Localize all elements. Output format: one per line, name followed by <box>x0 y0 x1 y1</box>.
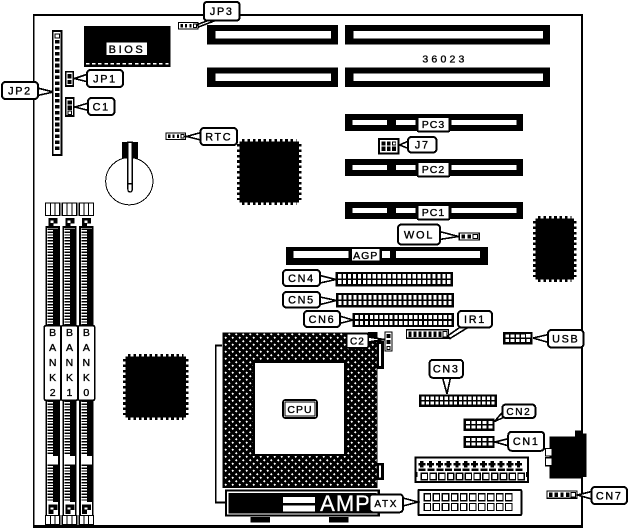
svg-text:CN5: CN5 <box>288 295 315 307</box>
svg-text:36023: 36023 <box>422 54 467 66</box>
svg-text:CN7: CN7 <box>596 490 623 502</box>
svg-text:USB: USB <box>552 334 579 346</box>
svg-text:CN1: CN1 <box>513 436 540 448</box>
svg-text:B: B <box>66 327 73 339</box>
svg-text:AMP: AMP <box>320 491 371 516</box>
svg-text:K: K <box>49 372 56 384</box>
svg-text:CN6: CN6 <box>309 314 336 326</box>
svg-text:ATX: ATX <box>374 499 398 510</box>
svg-text:J7: J7 <box>415 140 430 152</box>
svg-text:K: K <box>66 372 73 384</box>
svg-text:0: 0 <box>83 387 89 399</box>
svg-text:A: A <box>83 342 90 354</box>
svg-text:A: A <box>66 342 73 354</box>
svg-text:RTC: RTC <box>205 131 232 143</box>
svg-text:C1: C1 <box>93 101 110 113</box>
svg-text:WOL: WOL <box>404 229 434 241</box>
svg-text:B: B <box>49 327 56 339</box>
svg-text:N: N <box>66 357 74 369</box>
svg-text:JP2: JP2 <box>8 85 32 97</box>
svg-text:A: A <box>49 342 56 354</box>
svg-text:JP1: JP1 <box>93 73 117 85</box>
svg-text:AGP: AGP <box>353 250 378 262</box>
svg-text:2: 2 <box>50 387 56 399</box>
svg-text:K: K <box>83 372 90 384</box>
svg-text:IR1: IR1 <box>464 314 486 326</box>
svg-text:1: 1 <box>67 387 73 399</box>
svg-text:CN4: CN4 <box>288 273 315 285</box>
svg-text:JP3: JP3 <box>210 6 234 18</box>
svg-text:PC2: PC2 <box>422 164 445 176</box>
svg-text:CPU: CPU <box>287 404 312 416</box>
svg-text:N: N <box>49 357 57 369</box>
svg-text:N: N <box>83 357 91 369</box>
svg-text:CN3: CN3 <box>433 364 460 376</box>
svg-text:CN2: CN2 <box>506 407 531 418</box>
svg-text:B: B <box>83 327 90 339</box>
svg-text:PC3: PC3 <box>422 119 445 131</box>
svg-text:BIOS: BIOS <box>109 44 146 56</box>
svg-text:C2: C2 <box>350 336 365 347</box>
svg-text:PC1: PC1 <box>422 207 445 219</box>
